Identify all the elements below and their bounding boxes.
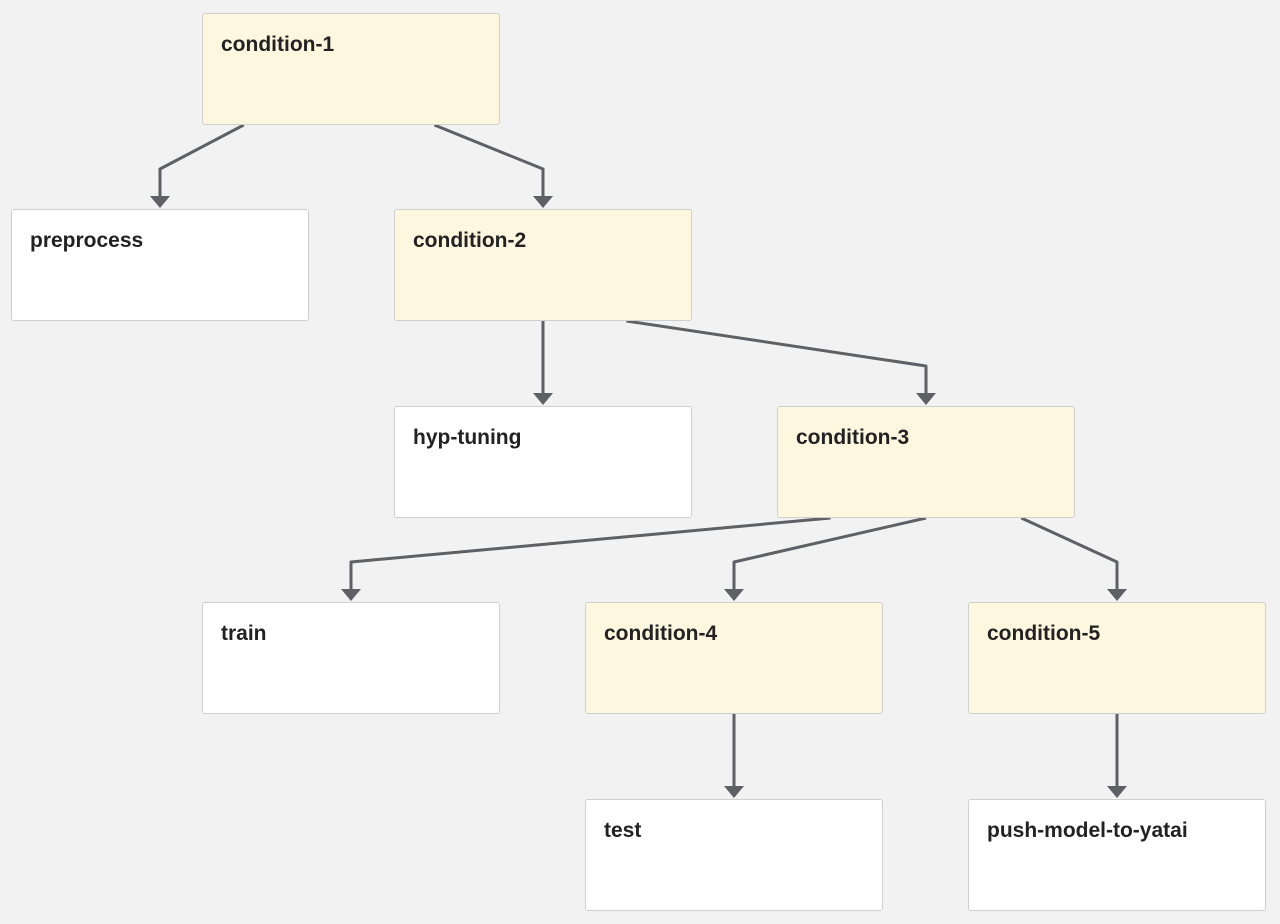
node-test[interactable]: test [585, 799, 883, 911]
node-preprocess[interactable]: preprocess [11, 209, 309, 321]
arrowhead-icon [724, 589, 744, 601]
node-push-model-to-yatai[interactable]: push-model-to-yatai [968, 799, 1266, 911]
node-label: condition-5 [987, 622, 1101, 645]
arrowhead-icon [916, 393, 936, 405]
edge-condition_2-to-condition_3 [626, 319, 936, 405]
edge-condition_2-to-hyp_tuning [533, 321, 553, 405]
arrowhead-icon [724, 786, 744, 798]
edge-line [158, 123, 245, 198]
node-label: push-model-to-yatai [987, 819, 1188, 842]
edge-line [1020, 516, 1119, 591]
arrowhead-icon [533, 196, 553, 208]
node-label: preprocess [30, 229, 144, 252]
node-hyp-tuning[interactable]: hyp-tuning [394, 406, 692, 518]
arrowhead-icon [150, 196, 170, 208]
edge-line [626, 319, 928, 395]
node-condition-3[interactable]: condition-3 [777, 406, 1075, 518]
node-label: condition-2 [413, 229, 527, 252]
arrowhead-icon [341, 589, 361, 601]
edge-condition_1-to-condition_2 [433, 123, 553, 208]
edge-condition_1-to-preprocess [150, 123, 245, 208]
node-condition-5[interactable]: condition-5 [968, 602, 1266, 714]
node-label: test [604, 819, 642, 842]
edge-condition_3-to-condition_4 [724, 516, 927, 601]
node-label: condition-1 [221, 33, 335, 56]
edge-condition_3-to-condition_5 [1020, 516, 1127, 601]
edge-condition_5-to-push_model [1107, 714, 1127, 798]
arrowhead-icon [1107, 589, 1127, 601]
node-condition-4[interactable]: condition-4 [585, 602, 883, 714]
node-label: condition-3 [796, 426, 910, 449]
arrowhead-icon [533, 393, 553, 405]
edge-condition_4-to-test [724, 714, 744, 798]
node-label: train [221, 622, 267, 645]
node-condition-2[interactable]: condition-2 [394, 209, 692, 321]
edge-line [433, 123, 545, 198]
edge-line [349, 516, 831, 591]
node-label: hyp-tuning [413, 426, 522, 449]
edge-condition_3-to-train [341, 516, 831, 601]
edge-line [732, 516, 927, 591]
node-train[interactable]: train [202, 602, 500, 714]
node-condition-1[interactable]: condition-1 [202, 13, 500, 125]
node-label: condition-4 [604, 622, 718, 645]
arrowhead-icon [1107, 786, 1127, 798]
